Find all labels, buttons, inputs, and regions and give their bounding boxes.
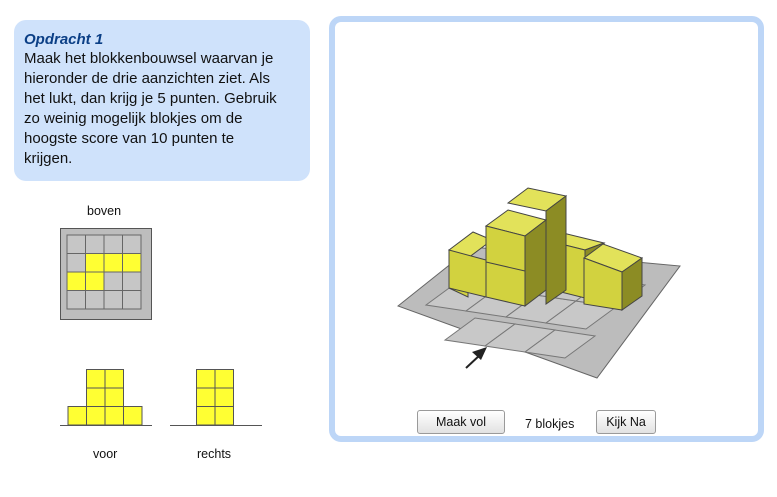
top-view-label: boven <box>87 204 122 218</box>
task-line: hieronder de drie aanzichten ziet. Als <box>24 70 270 87</box>
cube[interactable] <box>582 243 644 311</box>
right-view-label: rechts <box>197 447 232 461</box>
task-line: hoogste score van 10 punten te <box>24 130 235 147</box>
block-count: 7 blokjes <box>525 417 575 431</box>
task-line: het lukt, dan krijg je 5 punten. Gebruik <box>24 90 277 107</box>
task-card: Opdracht 1 Maak het blokkenbouwsel waarv… <box>14 20 310 181</box>
pointer-arrow-icon <box>465 347 487 369</box>
maak-vol-button[interactable]: Maak vol <box>417 410 505 434</box>
task-line: zo weinig mogelijk blokjes om de <box>24 110 243 127</box>
task-title: Opdracht 1 <box>24 31 104 48</box>
cube[interactable] <box>448 249 487 298</box>
front-view-label: voor <box>93 447 118 461</box>
task-line: Maak het blokkenbouwsel waarvan je <box>24 50 274 67</box>
top-view-grid <box>60 228 152 320</box>
building-canvas[interactable] <box>335 22 758 412</box>
cube[interactable] <box>484 209 548 308</box>
right-view <box>170 369 262 426</box>
cube[interactable] <box>506 187 568 305</box>
front-view <box>60 369 152 426</box>
task-line: krijgen. <box>24 150 73 167</box>
kijk-na-button[interactable]: Kijk Na <box>596 410 656 434</box>
